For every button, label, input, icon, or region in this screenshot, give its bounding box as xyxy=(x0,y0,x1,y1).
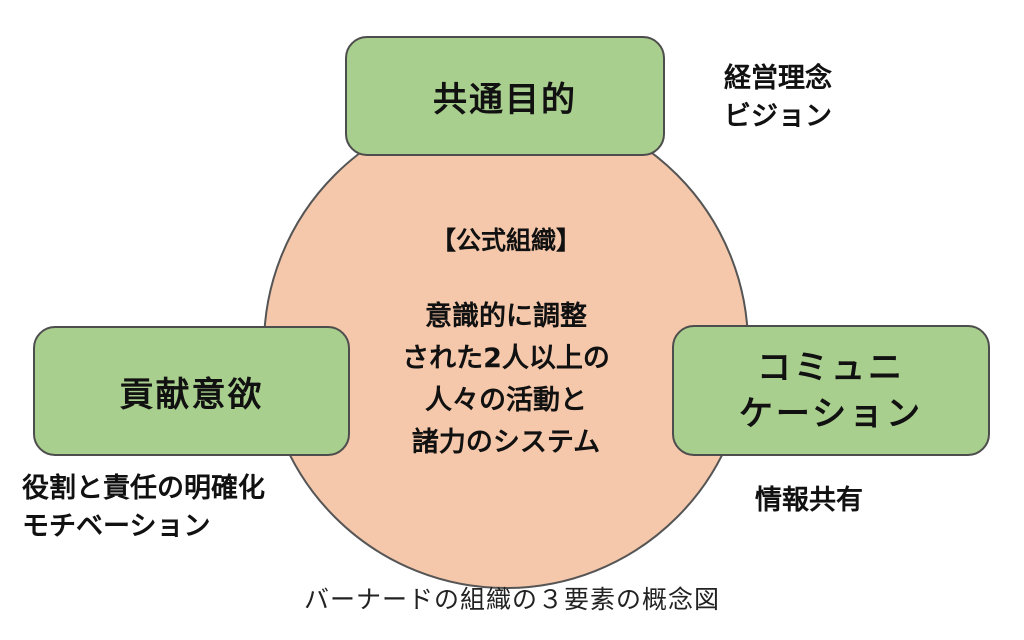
formal-organization-definition: 【公式組織】 意識的に調整 された2人以上の 人々の活動と 諸力のシステム xyxy=(360,224,652,464)
definition-line-3: 人々の活動と xyxy=(425,385,587,416)
definition-line-1: 意識的に調整 xyxy=(425,301,587,332)
common-purpose-label: 共通目的 xyxy=(433,79,577,120)
willingness-to-contribute-label: 貢献意欲 xyxy=(119,374,264,415)
communication-note: 情報共有 xyxy=(755,482,863,520)
communication-label-line-1: コミュニ xyxy=(756,347,905,388)
definition-line-2: された2人以上の xyxy=(402,343,610,374)
communication-box: コミュニ ケーション xyxy=(672,325,990,456)
common-purpose-note-line-1: 経営理念 xyxy=(724,63,832,94)
willingness-note-line-1: 役割と責任の明確化 xyxy=(22,473,265,504)
common-purpose-box: 共通目的 xyxy=(345,36,665,156)
common-purpose-note: 経営理念 ビジョン xyxy=(724,60,832,136)
diagram-caption: バーナードの組織の３要素の概念図 xyxy=(303,585,720,614)
willingness-note: 役割と責任の明確化 モチベーション xyxy=(22,470,265,546)
formal-organization-heading: 【公式組織】 xyxy=(430,226,581,255)
willingness-note-line-2: モチベーション xyxy=(22,511,211,542)
definition-line-4: 諸力のシステム xyxy=(411,427,601,458)
communication-label-line-2: ケーション xyxy=(738,393,924,434)
common-purpose-note-line-2: ビジョン xyxy=(724,101,832,132)
willingness-to-contribute-box: 貢献意欲 xyxy=(33,326,350,456)
communication-note-line-1: 情報共有 xyxy=(755,485,863,516)
